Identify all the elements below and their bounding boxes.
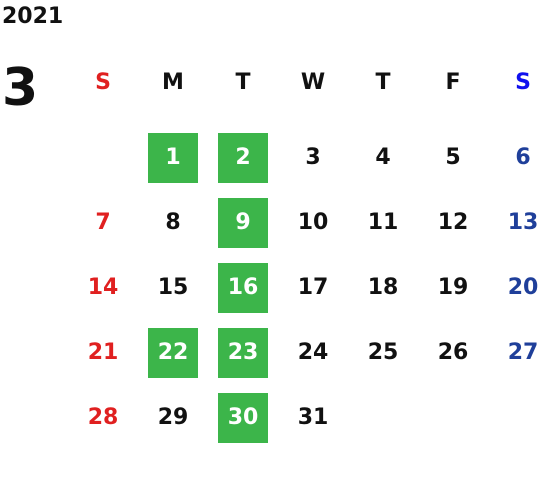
day-cell: 19	[418, 255, 488, 320]
weekday-mon: M	[162, 69, 184, 95]
day-cell: 2	[208, 125, 278, 190]
day-number: 21	[87, 340, 119, 365]
day-cell: 20	[488, 255, 548, 320]
weekday-tue: T	[235, 69, 251, 95]
day-cell: 5	[418, 125, 488, 190]
day-number	[358, 393, 408, 443]
day-cell: 7	[68, 190, 138, 255]
day-number: 8	[165, 210, 181, 235]
day-cell: 25	[348, 320, 418, 385]
day-number: 30	[218, 392, 268, 443]
day-cell: 21	[68, 320, 138, 385]
calendar-grid: S M T W T F S 1 2 3 4 5 6 7 8 9 10 11 12…	[68, 60, 548, 450]
day-cell: 15	[138, 255, 208, 320]
day-number: 27	[507, 340, 539, 365]
day-cell: 12	[418, 190, 488, 255]
day-cell: 6	[488, 125, 548, 190]
day-number: 1	[148, 132, 198, 183]
day-cell: 10	[278, 190, 348, 255]
day-cell: 31	[278, 385, 348, 450]
weekday-sat: S	[515, 69, 531, 95]
day-number	[428, 393, 478, 443]
day-number: 7	[95, 210, 111, 235]
day-number	[78, 133, 128, 183]
day-cell: 14	[68, 255, 138, 320]
day-number: 20	[507, 275, 539, 300]
day-cell	[68, 125, 138, 190]
day-number: 23	[218, 327, 268, 378]
day-cell: 11	[348, 190, 418, 255]
day-cell: 22	[138, 320, 208, 385]
day-number: 13	[507, 210, 539, 235]
day-cell	[348, 385, 418, 450]
day-number: 24	[297, 340, 329, 365]
day-cell: 9	[208, 190, 278, 255]
day-cell: 28	[68, 385, 138, 450]
day-number: 9	[218, 197, 268, 248]
day-cell: 24	[278, 320, 348, 385]
day-number: 22	[148, 327, 198, 378]
day-cell: 26	[418, 320, 488, 385]
day-cell: 4	[348, 125, 418, 190]
day-cell: 30	[208, 385, 278, 450]
day-number: 18	[367, 275, 399, 300]
weekday-sun: S	[95, 69, 111, 95]
day-cell: 1	[138, 125, 208, 190]
day-number: 2	[218, 132, 268, 183]
day-number: 3	[305, 145, 321, 170]
day-cell: 8	[138, 190, 208, 255]
day-number: 25	[367, 340, 399, 365]
day-number: 31	[297, 405, 329, 430]
day-number: 6	[515, 145, 531, 170]
day-number: 15	[157, 275, 189, 300]
weekday-thu: T	[375, 69, 391, 95]
day-number	[498, 393, 548, 443]
day-cell	[418, 385, 488, 450]
day-cell: 29	[138, 385, 208, 450]
day-number: 14	[87, 275, 119, 300]
day-number: 4	[375, 145, 391, 170]
day-cell: 16	[208, 255, 278, 320]
day-number: 16	[218, 262, 268, 313]
day-cell	[488, 385, 548, 450]
weekday-fri: F	[445, 69, 461, 95]
day-number: 28	[87, 405, 119, 430]
year-label: 2021	[2, 4, 64, 29]
day-cell: 17	[278, 255, 348, 320]
day-cell: 23	[208, 320, 278, 385]
day-cell: 18	[348, 255, 418, 320]
weekday-wed: W	[300, 69, 326, 95]
day-number: 5	[445, 145, 461, 170]
day-number: 17	[297, 275, 329, 300]
day-number: 19	[437, 275, 469, 300]
day-number: 11	[367, 210, 399, 235]
day-cell: 13	[488, 190, 548, 255]
day-number: 29	[157, 405, 189, 430]
day-number: 12	[437, 210, 469, 235]
month-number: 3	[2, 58, 39, 118]
day-number: 26	[437, 340, 469, 365]
day-cell: 3	[278, 125, 348, 190]
day-number: 10	[297, 210, 329, 235]
day-cell: 27	[488, 320, 548, 385]
